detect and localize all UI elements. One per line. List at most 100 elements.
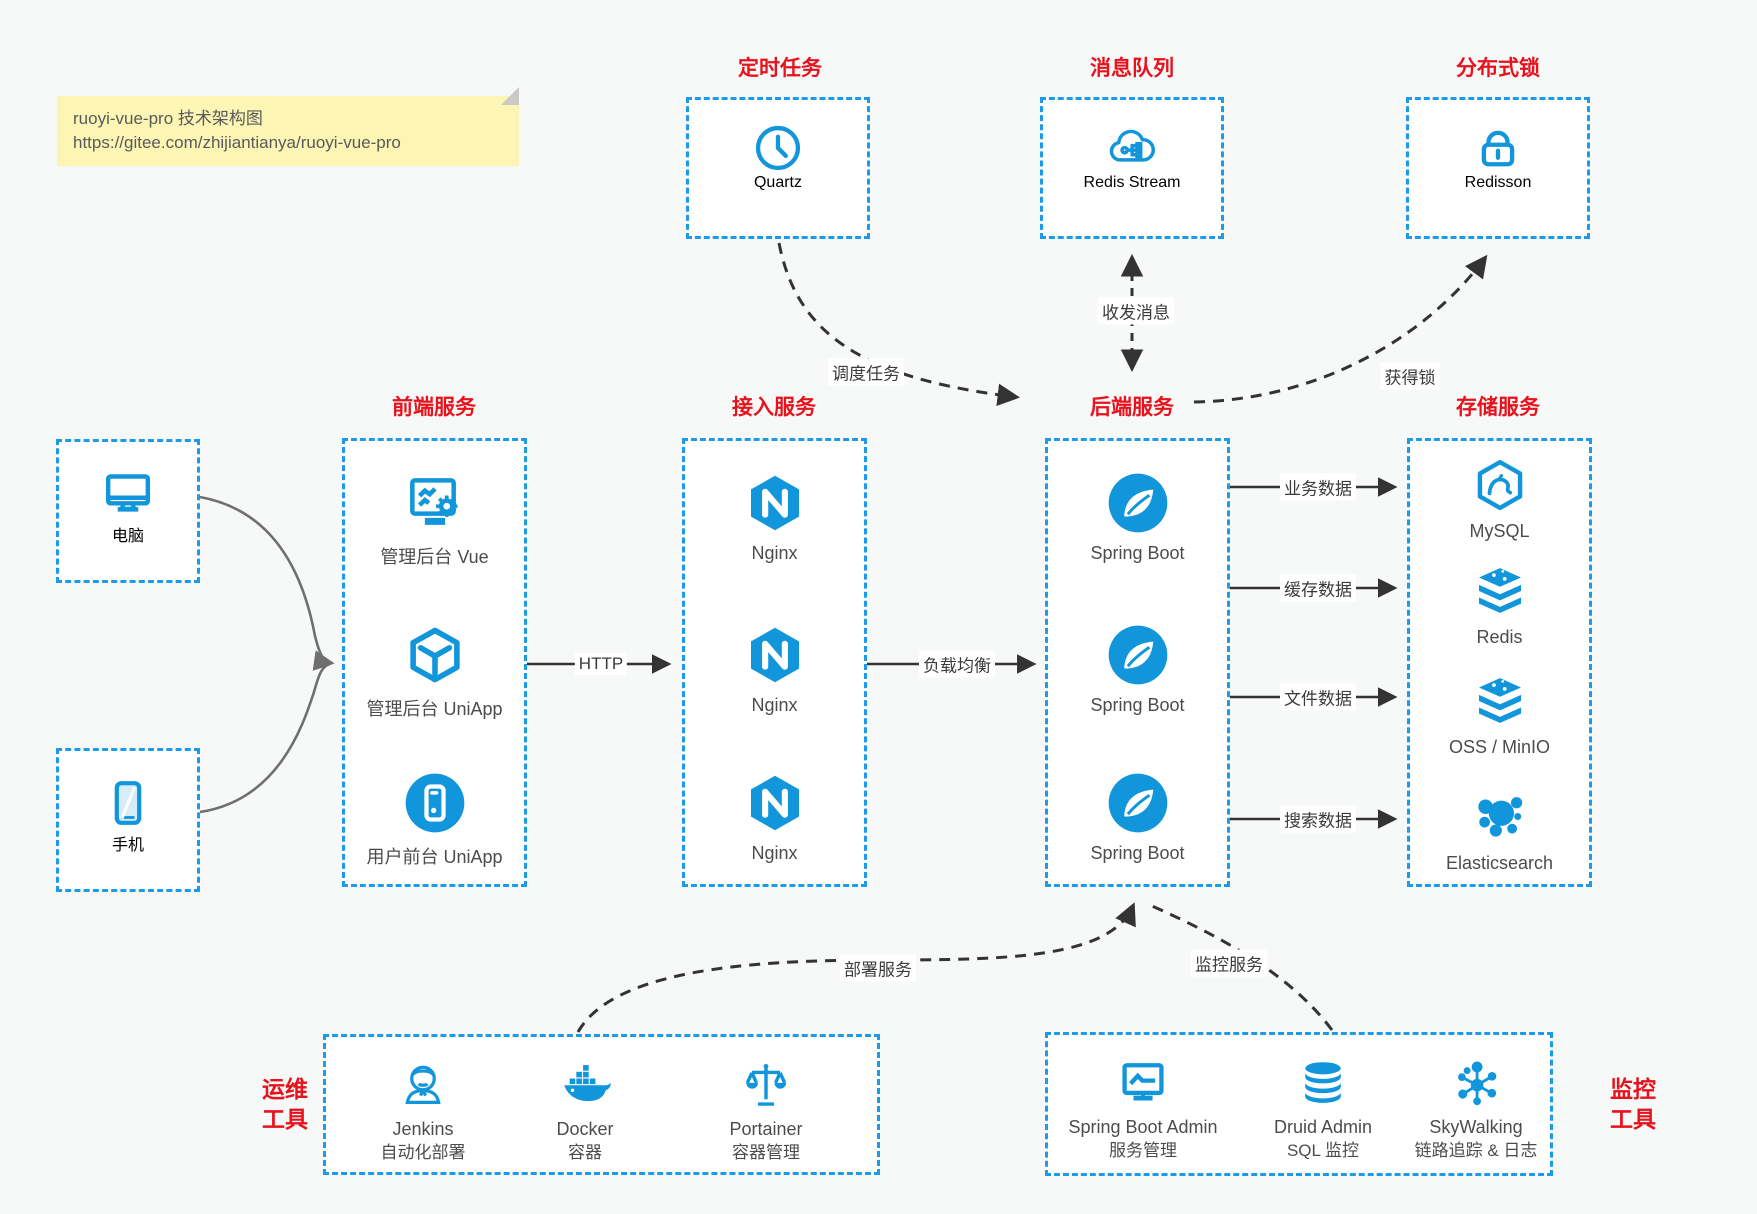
note-fold	[501, 87, 519, 105]
column-title-frontend: 前端服务	[392, 396, 476, 419]
mysql-icon	[1472, 457, 1528, 513]
skywalking-label: SkyWalking	[1429, 1117, 1523, 1137]
spring-boot-node: Spring Boot	[1048, 623, 1227, 716]
spring-boot-node: Spring Boot	[1048, 471, 1227, 564]
spring-boot-icon	[1106, 471, 1170, 535]
storage-column-box: MySQL Redis	[1407, 438, 1592, 887]
http-edge-label: HTTP	[574, 653, 628, 675]
spring-boot-admin-label: Spring Boot Admin	[1068, 1117, 1218, 1137]
title-note: ruoyi-vue-pro 技术架构图 https://gitee.com/zh…	[57, 87, 519, 166]
spring-boot-icon	[1106, 771, 1170, 835]
mysql-label: MySQL	[1469, 521, 1530, 541]
group-title-message-queue: 消息队列	[1090, 57, 1174, 80]
monitor-chart-icon	[1117, 1057, 1169, 1109]
lock-edge-label: 获得锁	[1380, 362, 1440, 390]
storage-stack-icon	[1472, 673, 1528, 729]
mobile-app-icon	[403, 771, 467, 835]
elasticsearch-node: Elasticsearch	[1410, 789, 1589, 874]
deploy-edge-label: 部署服务	[840, 954, 916, 982]
jenkins-icon	[397, 1059, 449, 1111]
portainer-node: Portainer 容器管理	[681, 1059, 851, 1164]
monitoring-label-line1: 监控	[1610, 1076, 1656, 1102]
nginx-label: Nginx	[751, 843, 798, 863]
nginx-node: Nginx	[685, 623, 864, 716]
jenkins-sublabel: 自动化部署	[380, 1143, 466, 1162]
elasticsearch-label: Elasticsearch	[1445, 853, 1554, 873]
phone-label: 手机	[111, 837, 144, 854]
load-balance-edge-label: 负载均衡	[919, 650, 995, 678]
desktop-client-box: 电脑	[56, 439, 200, 583]
schedule-edge-label: 调度任务	[828, 358, 904, 386]
redis-stream-label: Redis Stream	[1083, 174, 1181, 191]
nginx-icon	[743, 471, 807, 535]
user-uniapp-label: 用户前台 UniApp	[366, 847, 503, 867]
skywalking-sublabel: 链路追踪 & 日志	[1414, 1141, 1538, 1160]
column-title-gateway: 接入服务	[732, 396, 816, 419]
nginx-icon	[743, 623, 807, 687]
message-edge-label: 收发消息	[1098, 297, 1174, 325]
monitor-edge-label: 监控服务	[1191, 949, 1267, 977]
lock-icon	[1472, 122, 1524, 174]
file-data-edge-label: 文件数据	[1280, 683, 1356, 711]
spring-boot-admin-node: Spring Boot Admin 服务管理	[1058, 1057, 1228, 1162]
redisson-box: Redisson	[1406, 97, 1590, 239]
oss-minio-label: OSS / MinIO	[1448, 737, 1551, 757]
frontend-column-box: 管理后台 Vue 管理后台 UniApp 用户前台 UniApp	[342, 438, 527, 887]
docker-sublabel: 容器	[568, 1143, 602, 1162]
cloud-queue-icon	[1106, 122, 1158, 174]
column-title-storage: 存储服务	[1456, 396, 1540, 419]
note-url: https://gitee.com/zhijiantianya/ruoyi-vu…	[73, 133, 401, 152]
clock-icon	[752, 122, 804, 174]
desktop-icon	[100, 466, 156, 522]
mysql-node: MySQL	[1410, 457, 1589, 542]
skywalking-icon	[1450, 1057, 1502, 1109]
edge-phone-to-frontend	[199, 662, 331, 814]
redis-icon	[1472, 563, 1528, 619]
phone-icon	[100, 775, 156, 831]
jenkins-label: Jenkins	[392, 1119, 454, 1139]
druid-admin-sublabel: SQL 监控	[1286, 1141, 1360, 1160]
spring-boot-icon	[1106, 623, 1170, 687]
ops-label-line2: 工具	[262, 1106, 308, 1132]
note-title: ruoyi-vue-pro 技术架构图	[73, 109, 263, 128]
business-data-edge-label: 业务数据	[1280, 473, 1356, 501]
monitoring-tools-box: Spring Boot Admin 服务管理 Druid Admin SQL 监…	[1045, 1032, 1553, 1176]
redis-node: Redis	[1410, 563, 1589, 648]
spring-boot-admin-sublabel: 服务管理	[1109, 1141, 1177, 1160]
nginx-icon	[743, 771, 807, 835]
user-uniapp-node: 用户前台 UniApp	[345, 771, 524, 869]
search-data-edge-label: 搜索数据	[1280, 805, 1356, 833]
group-title-distributed-lock: 分布式锁	[1456, 57, 1540, 80]
nginx-node: Nginx	[685, 771, 864, 864]
redisson-label: Redisson	[1464, 174, 1532, 191]
oss-minio-node: OSS / MinIO	[1410, 673, 1589, 758]
spring-boot-label: Spring Boot	[1090, 543, 1185, 563]
quartz-box: Quartz	[686, 97, 870, 239]
phone-client-box: 手机	[56, 748, 200, 892]
ops-label-line1: 运维	[262, 1076, 308, 1102]
docker-label: Docker	[556, 1119, 614, 1139]
gateway-column-box: Nginx Nginx Nginx	[682, 438, 867, 887]
druid-admin-node: Druid Admin SQL 监控	[1238, 1057, 1408, 1162]
admin-vue-icon	[403, 471, 467, 535]
spring-boot-node: Spring Boot	[1048, 771, 1227, 864]
uniapp-cube-icon	[403, 623, 467, 687]
jenkins-node: Jenkins 自动化部署	[338, 1059, 508, 1164]
nginx-label: Nginx	[751, 695, 798, 715]
portainer-label: Portainer	[729, 1119, 803, 1139]
cache-data-edge-label: 缓存数据	[1280, 574, 1356, 602]
redis-label: Redis	[1476, 627, 1523, 647]
elasticsearch-icon	[1472, 789, 1528, 845]
edge-desktop-to-frontend	[199, 495, 335, 671]
portainer-sublabel: 容器管理	[732, 1143, 800, 1162]
admin-vue-label: 管理后台 Vue	[380, 547, 489, 567]
monitoring-tools-side-label: 监控 工具	[1598, 1074, 1668, 1134]
redis-stream-box: Redis Stream	[1040, 97, 1224, 239]
druid-admin-label: Druid Admin	[1273, 1117, 1373, 1137]
docker-node: Docker 容器	[500, 1059, 670, 1164]
quartz-label: Quartz	[753, 174, 802, 191]
docker-icon	[559, 1059, 611, 1111]
monitoring-label-line2: 工具	[1610, 1106, 1656, 1132]
portainer-icon	[740, 1059, 792, 1111]
